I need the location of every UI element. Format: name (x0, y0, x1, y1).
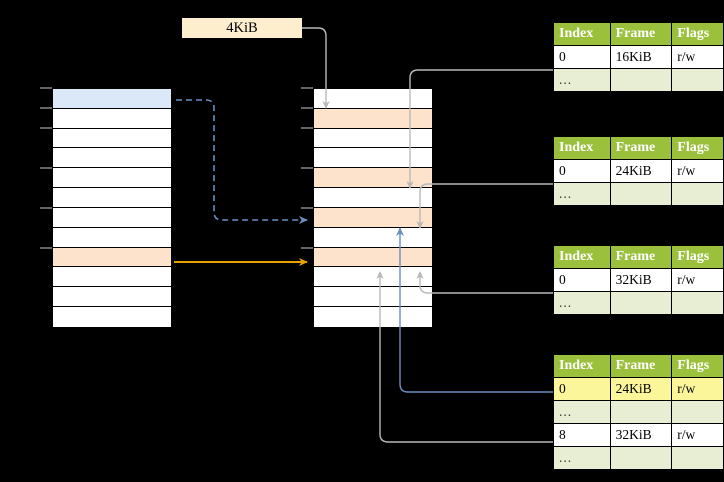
ellipsis-cell: ... (553, 68, 611, 92)
table-cell: 0 (553, 159, 611, 183)
memory-row (53, 307, 171, 327)
memory-row (53, 128, 171, 149)
mid-col-ticks (301, 87, 313, 249)
memory-row (53, 108, 171, 129)
table-row: ... (553, 446, 724, 470)
ellipsis-cell (609, 446, 673, 470)
column-header: Flags (671, 354, 724, 378)
ellipsis-cell (671, 446, 724, 470)
table-row: ... (553, 68, 724, 92)
memory-row (314, 108, 432, 129)
ellipsis-cell: ... (553, 446, 611, 470)
memory-row (314, 307, 432, 327)
column-header: Frame (609, 245, 673, 269)
ellipsis-cell (671, 68, 724, 92)
memory-row (53, 188, 171, 208)
memory-row (314, 148, 432, 169)
memory-row (53, 168, 171, 189)
column-header: Index (553, 245, 611, 269)
page-size-label: 4KiB (182, 18, 302, 38)
left-col-ticks (40, 87, 52, 249)
memory-row (314, 287, 432, 308)
column-header: Index (553, 354, 611, 378)
memory-row (314, 128, 432, 149)
table-cell: 0 (553, 377, 611, 401)
memory-row (314, 207, 432, 228)
memory-row (53, 267, 171, 288)
column-header: Flags (671, 22, 724, 46)
memory-row (53, 287, 171, 308)
memory-row (53, 247, 171, 268)
wire-pt2-to-frame (416, 183, 553, 229)
memory-row (53, 207, 171, 228)
memory-row (314, 227, 432, 248)
table-cell: 8 (553, 423, 611, 447)
ellipsis-cell (671, 182, 724, 206)
wire-pt3-to-frame (416, 271, 553, 294)
table-row: ... (553, 400, 724, 424)
column-header: Frame (609, 354, 673, 378)
ellipsis-cell: ... (553, 182, 611, 206)
memory-row (314, 168, 432, 189)
ellipsis-cell (609, 400, 673, 424)
table-row: ... (553, 182, 724, 206)
memory-row (53, 227, 171, 248)
physical-memory-column (313, 88, 433, 328)
memory-row (53, 89, 171, 109)
column-header: Flags (671, 245, 724, 269)
table-cell: 32KiB (609, 423, 673, 447)
column-header: Frame (609, 22, 673, 46)
table-cell: r/w (671, 45, 724, 69)
table-cell: r/w (671, 377, 724, 401)
ellipsis-cell (671, 291, 724, 315)
table-cell: r/w (671, 423, 724, 447)
table-cell: r/w (671, 159, 724, 183)
memory-row (314, 247, 432, 268)
column-header: Flags (671, 136, 724, 160)
ellipsis-cell: ... (553, 291, 611, 315)
ellipsis-cell: ... (553, 400, 611, 424)
column-header: Index (553, 22, 611, 46)
ellipsis-cell (609, 182, 673, 206)
table-cell: 32KiB (609, 268, 673, 292)
memory-row (314, 267, 432, 288)
table-cell: 24KiB (609, 377, 673, 401)
column-header: Frame (609, 136, 673, 160)
memory-row (53, 148, 171, 169)
ellipsis-cell (671, 400, 724, 424)
table-cell: r/w (671, 268, 724, 292)
memory-row (314, 89, 432, 109)
wire-dashed-vaddr-to-frame (176, 99, 308, 224)
column-header: Index (553, 136, 611, 160)
ellipsis-cell (609, 291, 673, 315)
table-cell: 0 (553, 45, 611, 69)
table-cell: 16KiB (609, 45, 673, 69)
table-cell: 0 (553, 268, 611, 292)
table-cell: 24KiB (609, 159, 673, 183)
table-row: ... (553, 291, 724, 315)
memory-row (314, 188, 432, 208)
ellipsis-cell (609, 68, 673, 92)
virtual-address-space-column (52, 88, 172, 328)
